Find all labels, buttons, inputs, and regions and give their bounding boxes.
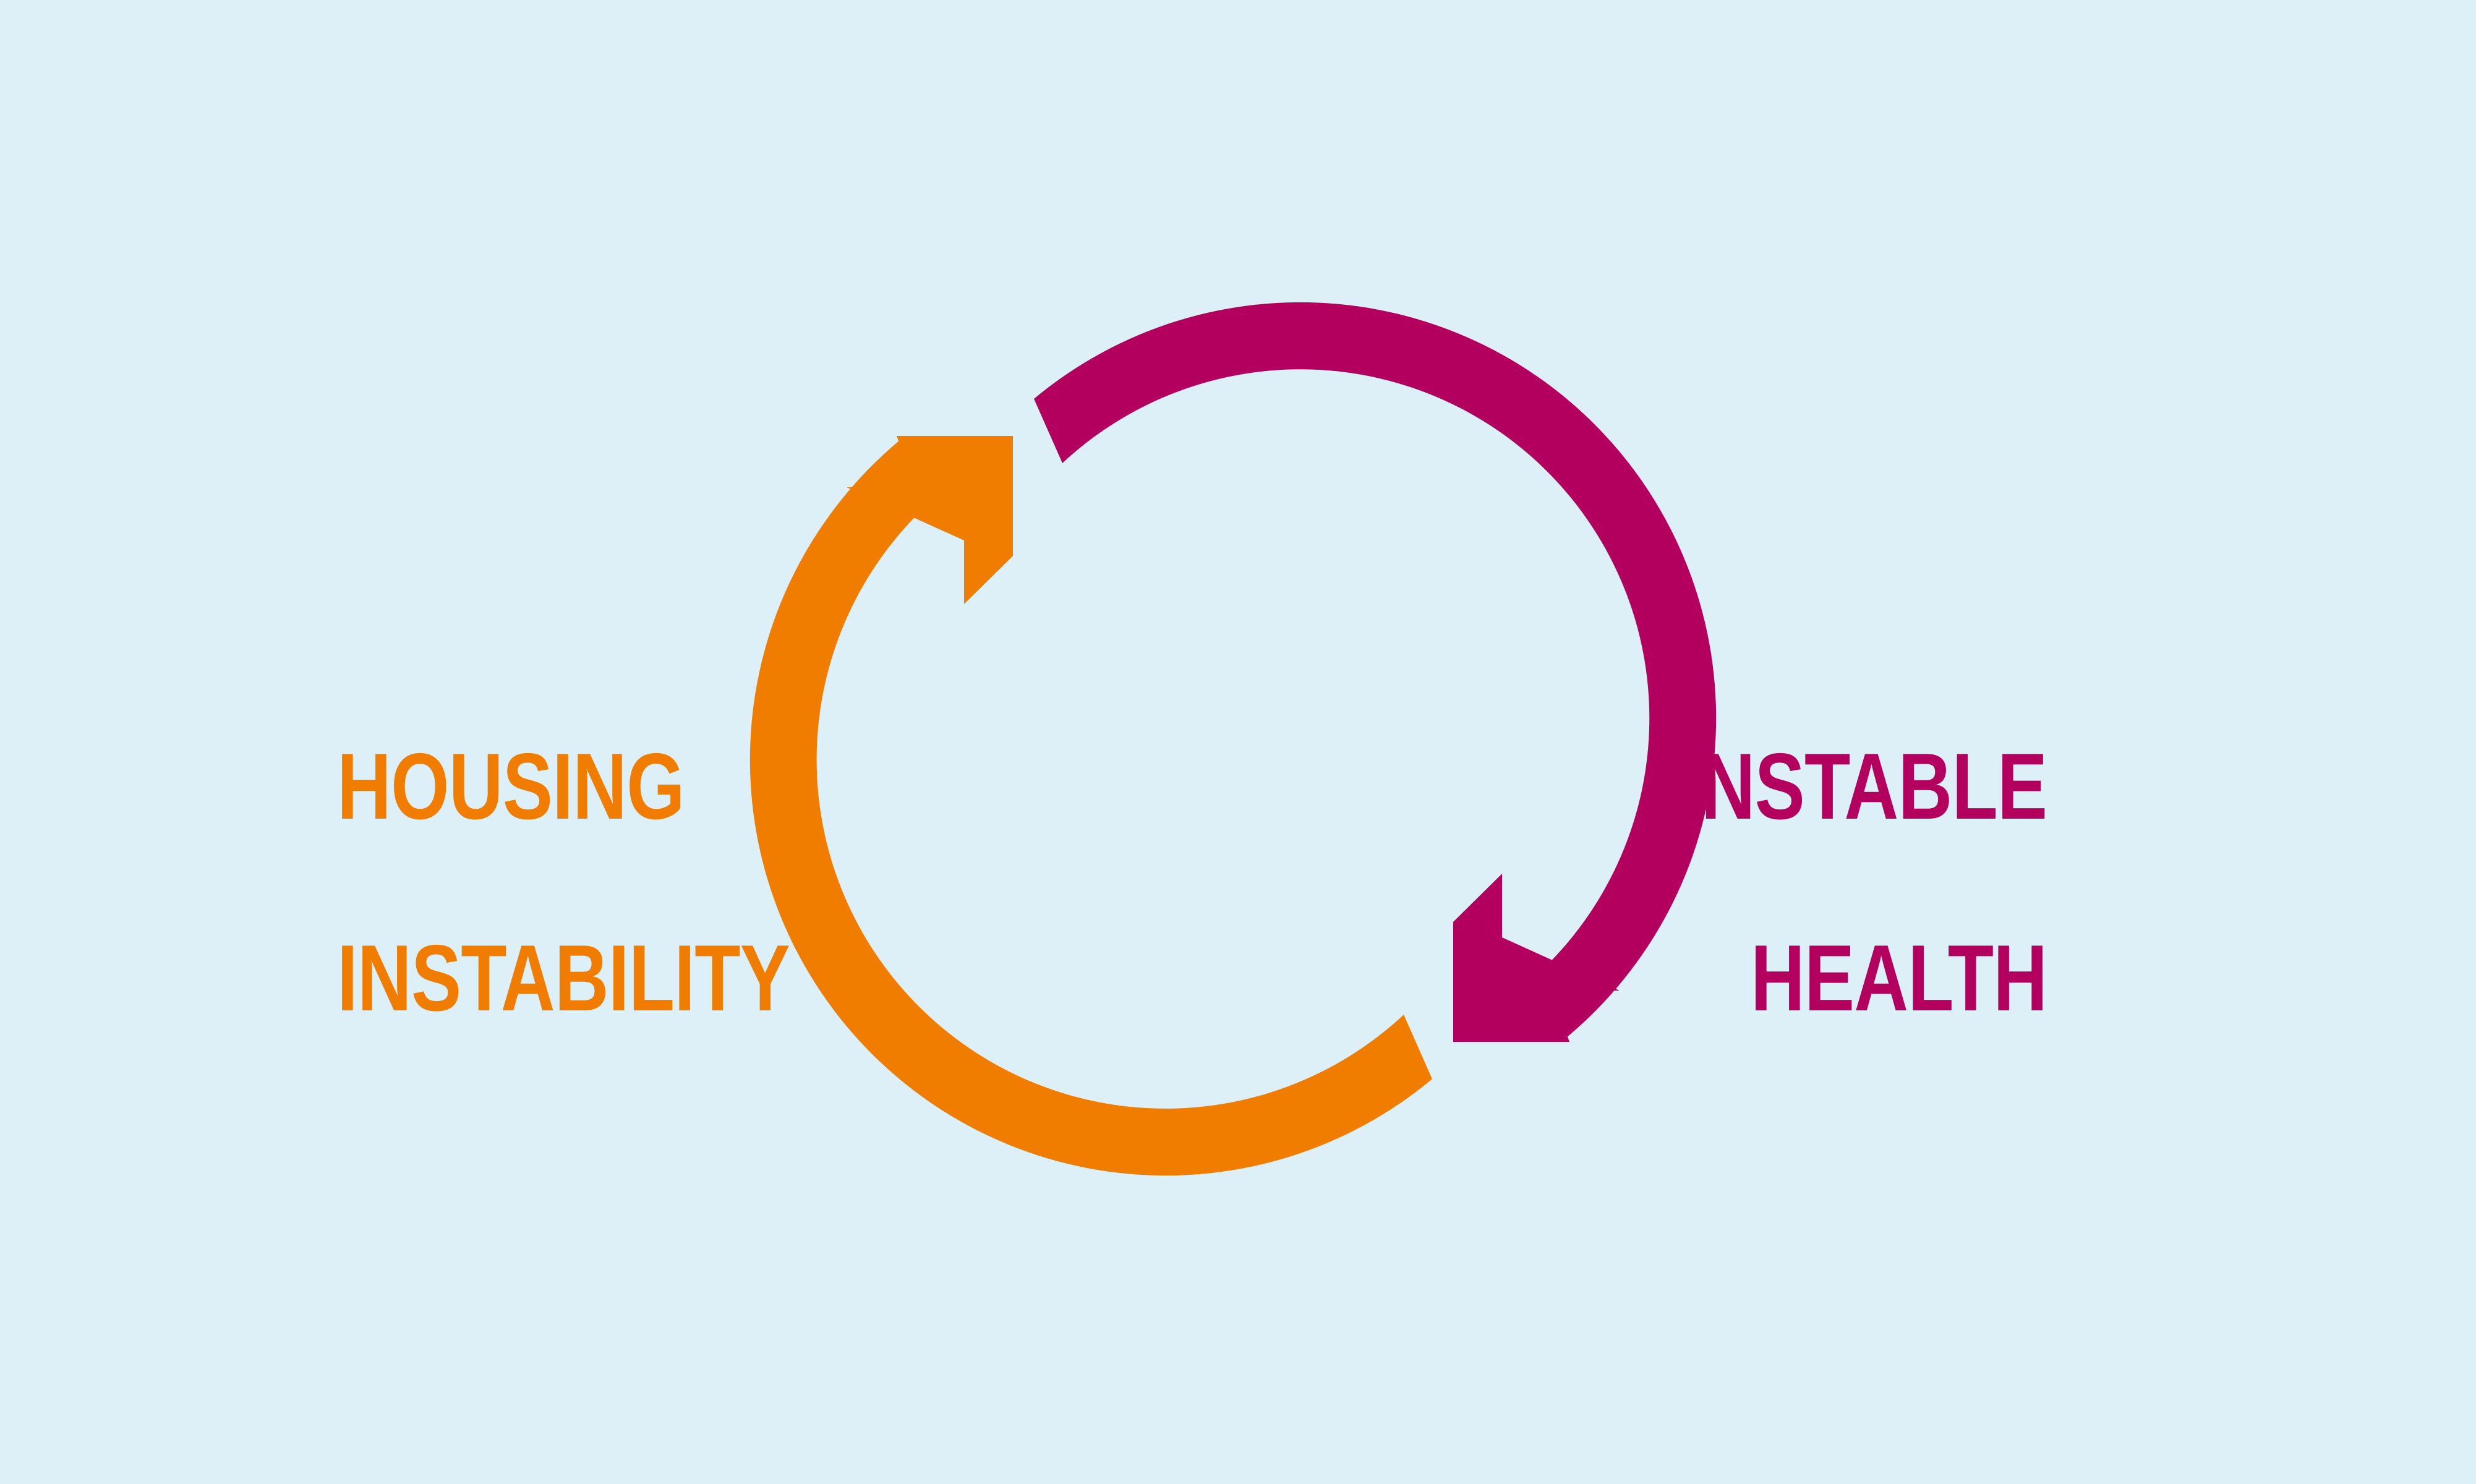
- magenta-arrow-group: [1034, 302, 1717, 1042]
- label-housing-instability: HOUSING INSTABILITY: [337, 643, 790, 1122]
- orange-arc-band: [749, 440, 1432, 1176]
- magenta-arc-band: [1034, 302, 1717, 1038]
- label-unstable-health: UNSTABLE HEALTH: [1647, 643, 2047, 1122]
- orange-arrowhead: [847, 436, 1013, 604]
- label-health-line-1: UNSTABLE: [1647, 734, 2047, 840]
- magenta-arrowhead: [1453, 874, 1620, 1042]
- orange-arrow-group: [749, 436, 1432, 1176]
- label-health-line-2: HEALTH: [1750, 926, 2047, 1031]
- label-housing-line-1: HOUSING: [337, 734, 685, 840]
- label-housing-line-2: INSTABILITY: [337, 926, 790, 1031]
